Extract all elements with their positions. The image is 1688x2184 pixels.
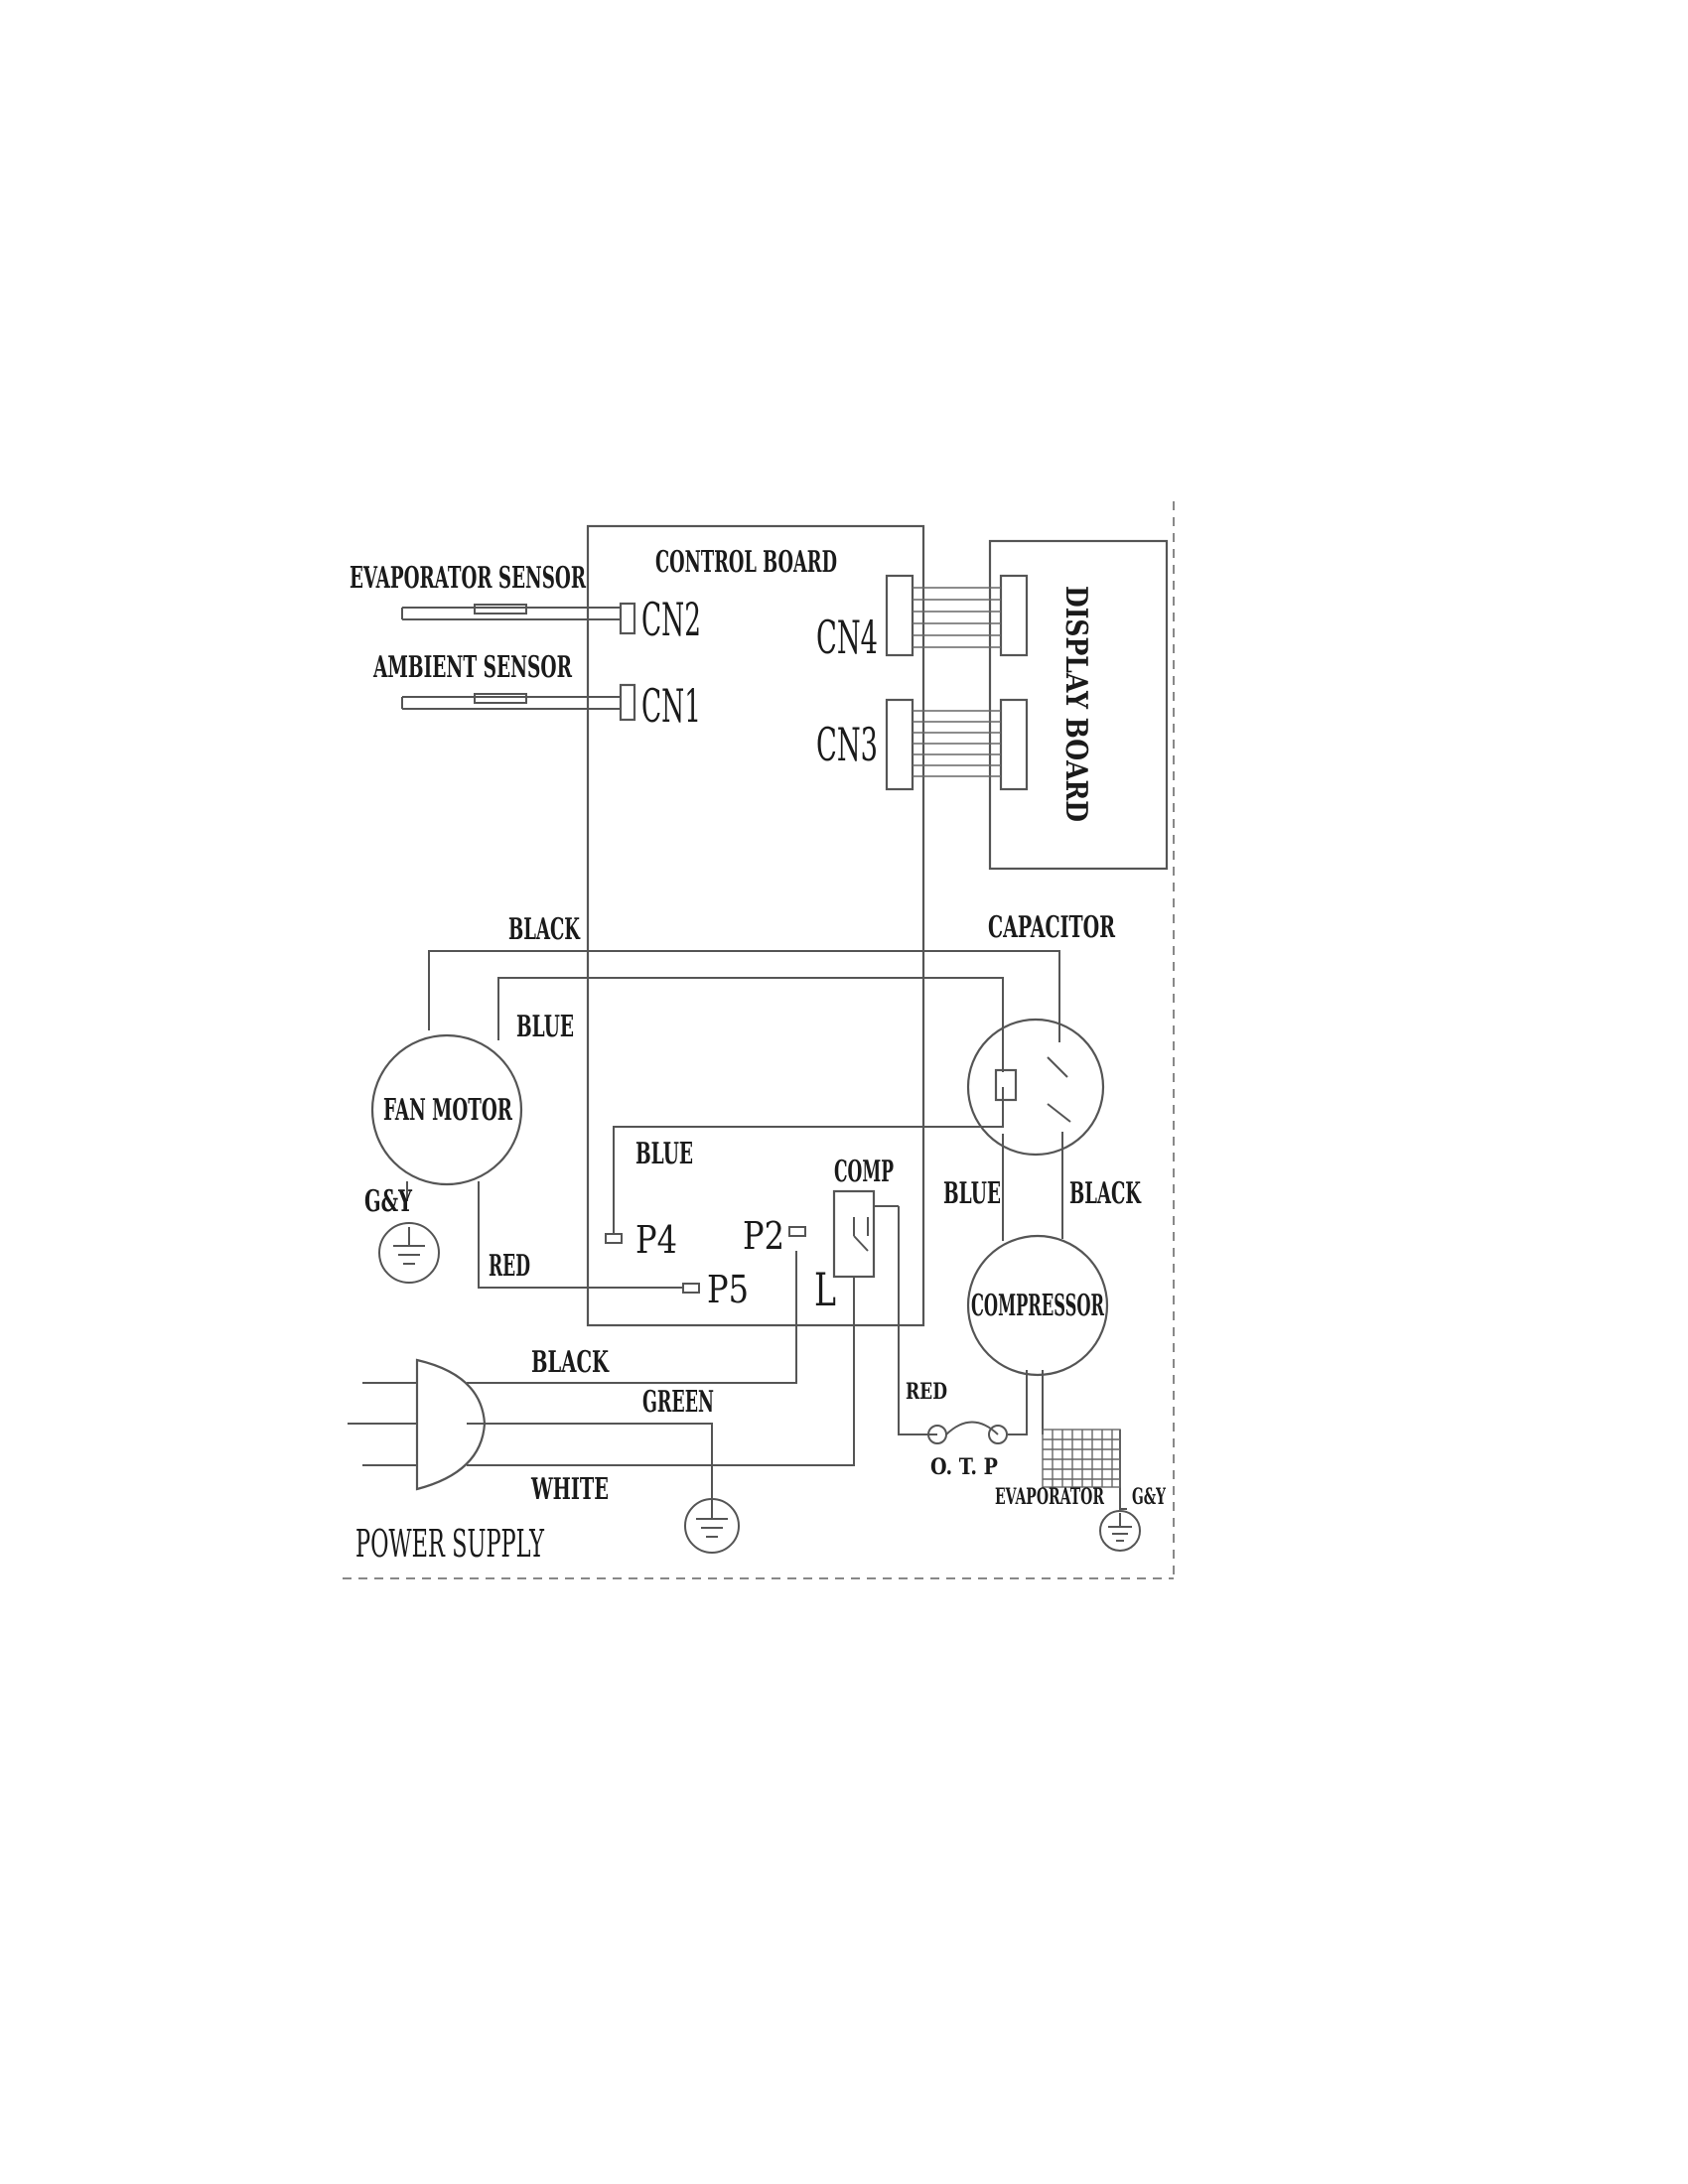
cn4-ribbon <box>885 574 1029 657</box>
evap-gy-label: G&Y <box>1132 1484 1166 1510</box>
wire-blue-fan-label: BLUE <box>516 1010 574 1044</box>
evaporator-sensor-label: EVAPORATOR SENSOR <box>350 561 587 596</box>
wire-red-otp-label: RED <box>906 1379 947 1405</box>
p2-terminal <box>788 1226 806 1237</box>
wire-black-comp-label: BLACK <box>1069 1176 1142 1211</box>
wire-blue-comp-label: BLUE <box>943 1176 1001 1211</box>
wiring <box>348 950 1127 1510</box>
fan-gy-label: G&Y <box>364 1184 412 1219</box>
capacitor-label: CAPACITOR <box>988 910 1116 945</box>
evaporator-grid <box>1042 1429 1121 1488</box>
wire-black-top-label: BLACK <box>508 912 581 947</box>
wire-white-ps-label: WHITE <box>530 1472 609 1507</box>
fan-motor-circle <box>370 1033 523 1186</box>
p4-label: P4 <box>635 1218 677 1262</box>
cn2-label: CN2 <box>641 593 701 646</box>
ps-ground-icon <box>684 1498 740 1554</box>
cn4-label: CN4 <box>816 611 878 664</box>
ambient-sensor-probe <box>401 683 636 722</box>
display-board-box <box>988 539 1169 871</box>
evaporator-label: EVAPORATOR <box>995 1484 1104 1510</box>
compressor-label: COMPRESSOR <box>971 1289 1105 1323</box>
cn3-label: CN3 <box>816 718 878 771</box>
fan-ground-icon <box>378 1222 440 1284</box>
power-supply-label: POWER SUPPLY <box>355 1522 545 1566</box>
control-board-box <box>586 524 925 1327</box>
ambient-sensor-label: AMBIENT SENSOR <box>372 650 572 685</box>
otp-symbol <box>927 1421 1008 1444</box>
wire-blue-p4-label: BLUE <box>635 1137 693 1171</box>
p4-terminal <box>605 1233 623 1244</box>
cn3-ribbon <box>885 698 1029 791</box>
capacitor-symbol <box>966 1018 1105 1157</box>
evaporator-sensor-probe <box>401 602 636 635</box>
wire-black-ps-label: BLACK <box>531 1345 610 1380</box>
compressor-circle <box>966 1234 1109 1377</box>
evap-ground-icon <box>1099 1510 1141 1552</box>
wire-green-ps-label: GREEN <box>642 1385 714 1420</box>
power-plug <box>415 1358 487 1491</box>
p5-terminal <box>682 1283 700 1294</box>
wire-red-p5-label: RED <box>489 1249 530 1284</box>
display-board-label: DISPLAY BOARD <box>1058 586 1093 822</box>
cn1-label: CN1 <box>641 679 701 733</box>
l-label: L <box>814 1263 836 1316</box>
control-board-label: CONTROL BOARD <box>655 545 837 580</box>
p2-label: P2 <box>743 1214 784 1258</box>
comp-label: COMP <box>834 1155 894 1189</box>
fan-motor-label: FAN MOTOR <box>383 1093 513 1128</box>
p5-label: P5 <box>707 1268 749 1311</box>
dashed-enclosure <box>343 501 1175 1579</box>
comp-relay-contact <box>853 1217 869 1252</box>
otp-label: O. T. P <box>930 1454 998 1480</box>
